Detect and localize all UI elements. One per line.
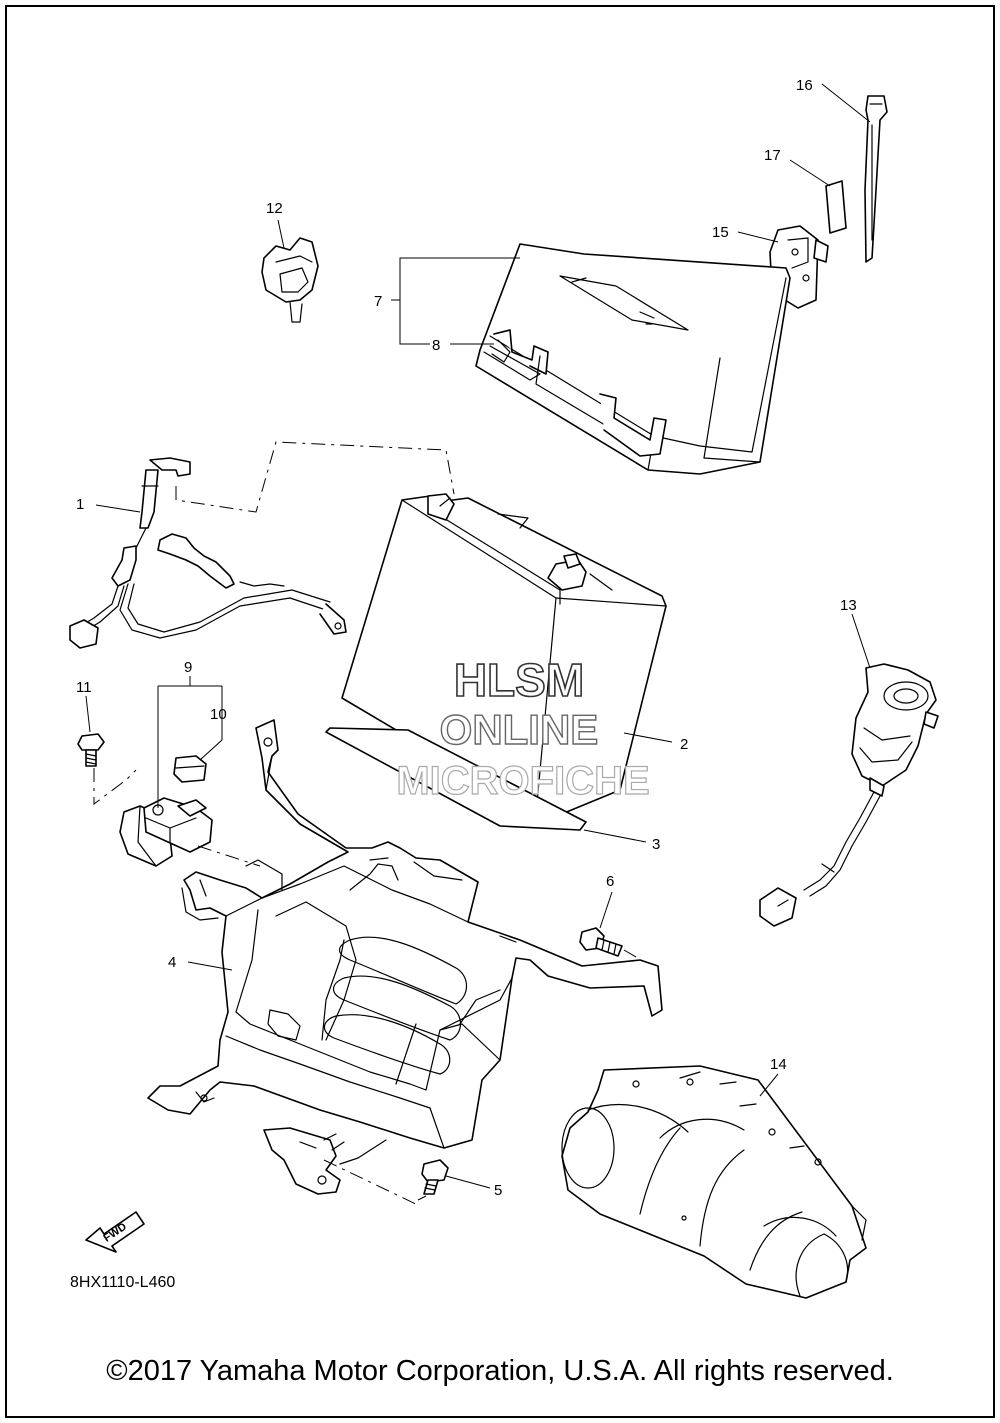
drawing-code: 8HX1110-L460 bbox=[70, 1274, 175, 1291]
callout-17: 17 bbox=[764, 147, 781, 164]
callout-14: 14 bbox=[770, 1056, 787, 1073]
callout-10: 10 bbox=[210, 706, 227, 723]
part-14-protector bbox=[561, 1065, 867, 1299]
watermark-line-3: MICROFICHE bbox=[396, 759, 649, 803]
part-17-pad bbox=[825, 180, 847, 234]
callout-15: 15 bbox=[712, 224, 729, 241]
watermark-line-1: HLSM bbox=[454, 654, 584, 706]
part-7-battery-cover bbox=[475, 243, 791, 475]
watermark-line-2: ONLINE bbox=[440, 706, 599, 753]
callout-6: 6 bbox=[606, 873, 614, 890]
callout-13: 13 bbox=[840, 597, 857, 614]
part-13-power-outlet bbox=[759, 663, 939, 927]
callout-2: 2 bbox=[680, 736, 688, 753]
part-16-cable-tie bbox=[864, 95, 888, 263]
copyright-footer: ©2017 Yamaha Motor Corporation, U.S.A. A… bbox=[106, 1355, 894, 1387]
part-4-battery-bracket bbox=[147, 719, 663, 1195]
part-6-bolt bbox=[579, 927, 623, 957]
part-11-bolt bbox=[77, 733, 105, 767]
callout-5: 5 bbox=[494, 1182, 502, 1199]
fwd-arrow-icon: FWD bbox=[85, 1211, 145, 1253]
part-9-relay bbox=[119, 797, 213, 867]
diagram-frame bbox=[5, 5, 995, 1418]
callout-16: 16 bbox=[796, 77, 813, 94]
part-1-battery-cables bbox=[69, 457, 347, 649]
leader-lines bbox=[85, 83, 871, 1189]
part-5-bolt bbox=[421, 1159, 449, 1195]
watermark: HLSM ONLINE MICROFICHE bbox=[396, 653, 651, 803]
callout-7: 7 bbox=[374, 293, 382, 310]
callout-1: 1 bbox=[76, 496, 84, 513]
callout-4: 4 bbox=[168, 954, 176, 971]
part-10-fuse bbox=[173, 755, 207, 783]
callout-8: 8 bbox=[432, 337, 440, 354]
part-8-strap bbox=[483, 345, 541, 381]
assembly-lines bbox=[93, 441, 649, 1207]
callout-11: 11 bbox=[76, 679, 92, 696]
callout-3: 3 bbox=[652, 836, 660, 853]
part-12-clip bbox=[261, 237, 319, 323]
callout-9: 9 bbox=[184, 659, 192, 676]
callout-12: 12 bbox=[266, 200, 283, 217]
callout-labels: 1 2 3 4 5 6 7 8 9 10 11 12 13 14 15 16 1… bbox=[76, 77, 857, 1199]
part-3-pad bbox=[325, 727, 587, 831]
